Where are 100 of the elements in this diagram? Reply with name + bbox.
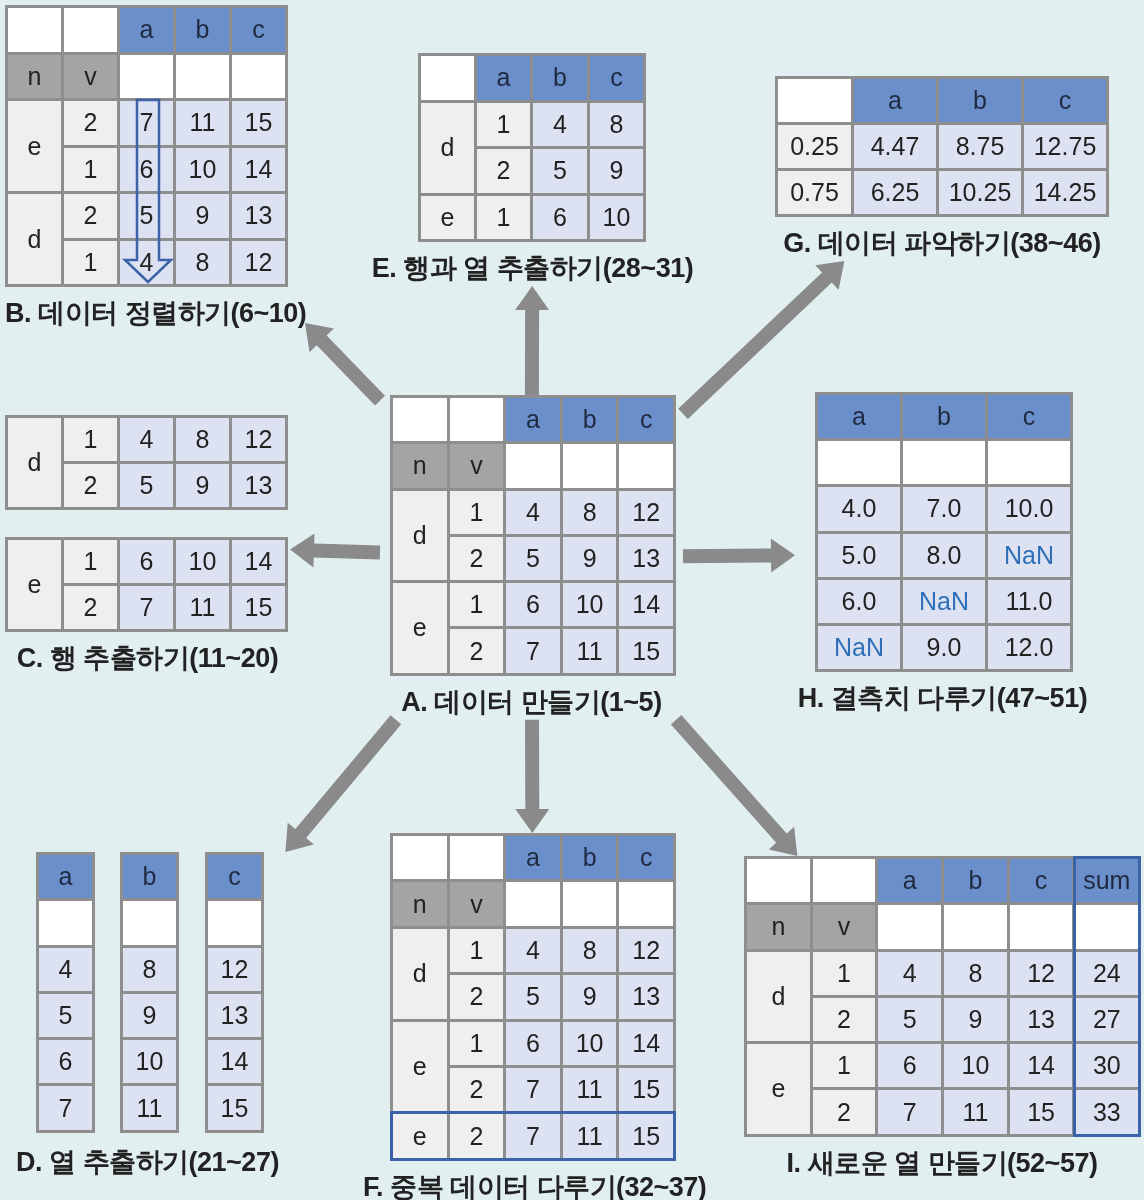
value-cell: 8	[562, 490, 617, 534]
index-cell: 1	[812, 1044, 876, 1088]
header-cell: c	[619, 836, 673, 880]
header-cell: b	[533, 56, 587, 100]
header-cell: a	[878, 859, 942, 903]
header-cell: c	[208, 855, 261, 899]
index-cell: d	[421, 102, 474, 193]
table-caption: H. 결측치 다루기(47~51)	[796, 682, 1089, 716]
value-cell: 11	[123, 1086, 176, 1130]
value-cell: 4.47	[854, 125, 936, 168]
index-cell: e	[421, 195, 474, 239]
value-cell: 8	[176, 418, 229, 461]
value-cell: 27	[1075, 997, 1139, 1042]
table-caption: G. 데이터 파악하기(38~46)	[782, 227, 1102, 260]
index-cell: 1	[64, 418, 117, 461]
index-cell: 2	[449, 975, 504, 1019]
value-cell: 24	[1075, 951, 1139, 995]
value-cell: 6	[120, 147, 173, 191]
index-cell: v	[449, 882, 504, 926]
value-cell: 7	[120, 586, 173, 629]
value-cell: 14	[232, 540, 285, 583]
index-cell: e	[393, 1021, 447, 1112]
index-cell: 2	[477, 149, 530, 193]
index-cell: e	[393, 1114, 447, 1158]
value-cell: 5	[533, 149, 587, 193]
index-cell: 2	[449, 536, 504, 581]
index-cell: 1	[64, 147, 117, 191]
index-cell: 2	[449, 629, 504, 673]
header-cell: a	[39, 855, 92, 899]
value-cell: 12	[619, 928, 673, 973]
value-cell: 13	[619, 536, 673, 581]
index-cell: v	[449, 444, 504, 488]
value-cell: 11	[562, 1114, 617, 1158]
header-cell: a	[854, 79, 936, 122]
value-cell: 5	[506, 536, 560, 581]
header-cell: a	[477, 56, 530, 100]
value-cell: 6	[533, 195, 587, 239]
value-cell: 8.75	[939, 125, 1021, 168]
header-cell: a	[818, 395, 900, 439]
value-cell: 9	[176, 194, 229, 238]
value-cell: 30	[1075, 1044, 1139, 1088]
value-cell: 5	[878, 997, 942, 1042]
arrow	[678, 261, 845, 419]
value-cell: 4.0	[818, 487, 900, 531]
value-cell: 14	[619, 583, 673, 627]
value-cell: 10	[590, 195, 643, 239]
value-cell: 8	[123, 947, 176, 991]
value-cell: 4	[506, 928, 560, 973]
index-cell: 1	[64, 540, 117, 583]
arrow	[305, 323, 385, 406]
index-cell: 2	[812, 997, 876, 1042]
arrow	[515, 286, 550, 395]
index-cell: 1	[449, 490, 504, 534]
value-cell: 14	[208, 1040, 261, 1084]
value-cell: 13	[1009, 997, 1073, 1042]
value-cell: 5	[120, 464, 173, 507]
value-cell: 6	[120, 540, 173, 583]
table-caption: I. 새로운 열 만들기(52~57)	[785, 1146, 1099, 1180]
table-caption: B. 데이터 정렬하기(6~10)	[5, 297, 305, 330]
value-cell: 10	[944, 1044, 1007, 1088]
index-cell: 2	[449, 1114, 504, 1158]
value-cell: 7	[39, 1086, 92, 1130]
arrow	[682, 538, 795, 573]
index-cell: 1	[477, 195, 530, 239]
value-cell: 9	[562, 536, 617, 581]
index-cell: n	[393, 882, 447, 926]
header-cell: c	[1024, 79, 1106, 122]
index-cell: 2	[64, 586, 117, 629]
table-caption: E. 행과 열 추출하기(28~31)	[370, 252, 695, 285]
index-cell: d	[8, 418, 61, 507]
arrow	[670, 715, 798, 856]
value-cell: 33	[1075, 1090, 1139, 1134]
value-cell: 6.0	[818, 579, 900, 623]
value-cell: 10.0	[988, 487, 1070, 531]
header-cell: c	[1009, 859, 1073, 903]
index-cell: e	[8, 101, 61, 191]
index-cell: d	[8, 194, 61, 284]
header-cell: a	[120, 8, 173, 52]
value-cell: 15	[232, 101, 285, 145]
table-caption: C. 행 추출하기(11~20)	[15, 642, 280, 675]
value-cell: 12.0	[988, 625, 1070, 670]
index-cell: 2	[64, 194, 117, 238]
index-cell: e	[393, 583, 447, 673]
value-cell: 6	[506, 1021, 560, 1065]
value-cell: 7	[878, 1090, 942, 1134]
value-cell: 8	[944, 951, 1007, 995]
index-cell: 1	[449, 583, 504, 627]
index-cell: 2	[64, 101, 117, 145]
value-cell: 14.25	[1024, 171, 1106, 214]
index-cell: d	[393, 928, 447, 1019]
index-cell: n	[8, 54, 61, 98]
value-cell: 14	[232, 147, 285, 191]
header-cell: b	[562, 836, 617, 880]
value-cell: 8	[562, 928, 617, 973]
value-cell: 8	[176, 240, 229, 284]
index-cell: d	[393, 490, 447, 581]
value-cell: 4	[533, 102, 587, 146]
value-cell: 5	[120, 194, 173, 238]
header-cell: c	[988, 395, 1070, 439]
value-cell: 10	[562, 1021, 617, 1065]
